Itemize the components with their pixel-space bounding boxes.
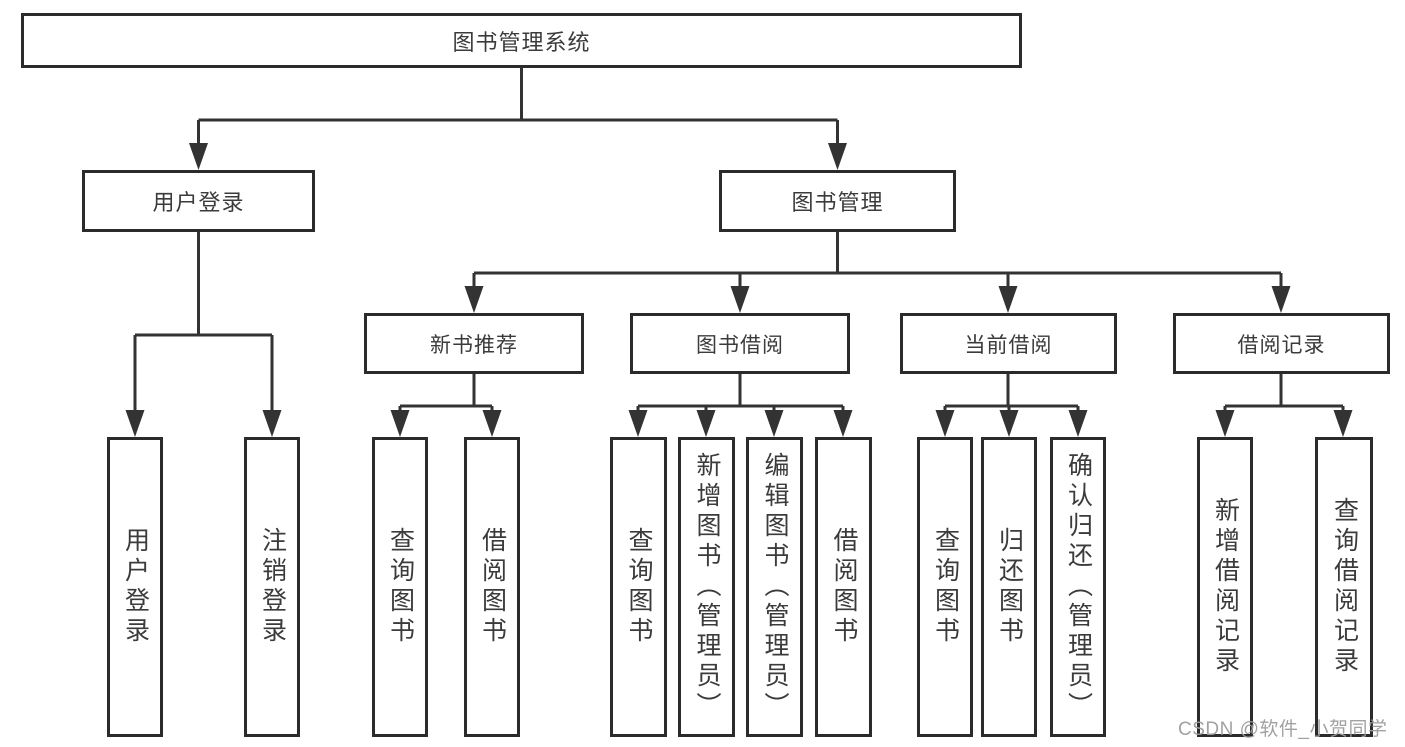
leaf-logout: 注销登录 <box>244 437 300 737</box>
node-new-book-recommend-label: 新书推荐 <box>430 333 518 357</box>
leaf-add-book-admin: 新增图书（管理员） <box>678 437 735 737</box>
leaf-query-borrow-record: 查询借阅记录 <box>1315 437 1373 737</box>
leaf-add-book-admin-label: 新增图书（管理员） <box>693 452 721 722</box>
node-current-borrow: 当前借阅 <box>900 313 1117 374</box>
csdn-watermark: CSDN @软件_小贺同学 <box>1178 719 1388 740</box>
leaf-query-books-recommend: 查询图书 <box>372 437 428 737</box>
leaf-return-book: 归还图书 <box>981 437 1037 737</box>
node-book-borrow-label: 图书借阅 <box>696 333 784 357</box>
node-borrow-records: 借阅记录 <box>1173 313 1390 374</box>
node-new-book-recommend: 新书推荐 <box>364 313 584 374</box>
node-borrow-records-label: 借阅记录 <box>1237 333 1326 357</box>
leaf-borrow-books-label: 借阅图书 <box>830 527 858 647</box>
leaf-edit-book-admin: 编辑图书（管理员） <box>746 437 803 737</box>
leaf-user-login: 用户登录 <box>107 437 163 737</box>
node-book-borrow: 图书借阅 <box>630 313 850 374</box>
node-root: 图书管理系统 <box>21 13 1022 68</box>
node-book-management: 图书管理 <box>719 170 956 232</box>
leaf-query-books-recommend-label: 查询图书 <box>386 527 415 647</box>
node-user-login-label: 用户登录 <box>152 190 245 215</box>
leaf-add-borrow-record: 新增借阅记录 <box>1197 437 1253 737</box>
leaf-edit-book-admin-label: 编辑图书（管理员） <box>761 452 789 722</box>
leaf-add-borrow-record-label: 新增借阅记录 <box>1211 497 1240 677</box>
node-current-borrow-label: 当前借阅 <box>964 333 1053 357</box>
leaf-query-books-borrow: 查询图书 <box>610 437 667 737</box>
node-user-login: 用户登录 <box>82 170 315 232</box>
leaf-query-books-current-label: 查询图书 <box>931 527 960 647</box>
leaf-borrow-books-recommend: 借阅图书 <box>464 437 520 737</box>
leaf-query-books-current: 查询图书 <box>917 437 973 737</box>
leaf-confirm-return-admin: 确认归还（管理员） <box>1050 437 1106 737</box>
leaf-confirm-return-admin-label: 确认归还（管理员） <box>1064 452 1093 722</box>
connector-lines <box>133 68 1345 432</box>
leaf-query-borrow-record-label: 查询借阅记录 <box>1330 497 1359 677</box>
node-book-management-label: 图书管理 <box>791 190 884 215</box>
arrowheads <box>125 143 1353 437</box>
leaf-logout-label: 注销登录 <box>258 527 287 647</box>
leaf-borrow-books: 借阅图书 <box>815 437 872 737</box>
leaf-borrow-books-recommend-label: 借阅图书 <box>478 527 507 647</box>
node-root-label: 图书管理系统 <box>452 29 591 55</box>
leaf-return-book-label: 归还图书 <box>995 527 1024 647</box>
leaf-user-login-label: 用户登录 <box>121 527 150 647</box>
leaf-query-books-borrow-label: 查询图书 <box>625 527 653 647</box>
